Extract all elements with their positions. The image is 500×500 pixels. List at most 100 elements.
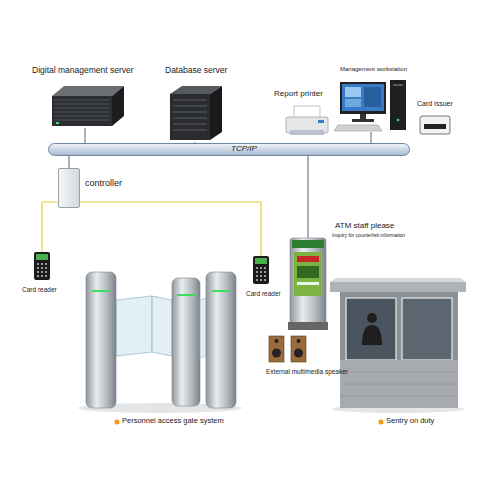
woofer bbox=[294, 349, 303, 358]
device-label: Card reader bbox=[246, 290, 281, 297]
gate-indicator bbox=[177, 294, 195, 296]
controller-box: controller bbox=[58, 168, 80, 208]
kiosk-banner bbox=[297, 256, 319, 262]
sentry-node: Sentry on duty bbox=[332, 280, 466, 412]
server-node: Digital management server bbox=[40, 66, 130, 128]
guard-head bbox=[367, 313, 377, 323]
reader-screen bbox=[36, 254, 48, 260]
device-label: ATM staff please bbox=[335, 222, 394, 231]
reader-body bbox=[253, 256, 269, 284]
tower-front bbox=[170, 94, 210, 140]
reader-keys bbox=[256, 268, 266, 280]
booth-panel-lines bbox=[340, 372, 458, 396]
signal-wire bbox=[80, 202, 261, 256]
kiosk-screen bbox=[294, 252, 322, 296]
kiosk-line bbox=[297, 282, 319, 285]
glass-flap bbox=[116, 296, 152, 356]
server-side bbox=[112, 86, 124, 126]
server-led bbox=[56, 122, 59, 124]
gate-pillar bbox=[172, 278, 200, 406]
glass-flap bbox=[200, 298, 206, 358]
speaker-node: External multimedia speaker bbox=[268, 332, 310, 364]
network-cable bbox=[307, 156, 308, 238]
card-issuer-device bbox=[420, 116, 450, 134]
issuer-slot bbox=[424, 124, 446, 129]
printer-panel bbox=[318, 120, 324, 123]
device-label: Card issuer bbox=[417, 100, 453, 108]
kiosk-body bbox=[290, 238, 326, 326]
rack-server bbox=[52, 86, 124, 126]
workstation bbox=[334, 80, 406, 131]
workstation-node: Management workstation bbox=[332, 66, 410, 132]
monitor-base bbox=[352, 119, 374, 122]
network-bus: TCP/IP bbox=[48, 143, 410, 156]
device-label: Management workstation bbox=[340, 66, 407, 73]
card-reader-node: Card reader bbox=[34, 252, 50, 280]
keyboard bbox=[334, 125, 382, 131]
card-reader-node: Card reader bbox=[253, 256, 269, 284]
device-label: Database server bbox=[165, 66, 227, 75]
kiosk-node: ATM staff pleaseInquiry for counterfeit … bbox=[290, 238, 326, 330]
network-cable bbox=[370, 132, 371, 143]
issuer-body bbox=[420, 116, 450, 134]
device-label: controller bbox=[85, 179, 122, 189]
tower-server bbox=[170, 86, 222, 140]
device-label: Card reader bbox=[22, 286, 57, 293]
printer-tray bbox=[290, 130, 324, 135]
tower-side bbox=[210, 86, 222, 140]
device-label: External multimedia speaker bbox=[266, 368, 348, 375]
printer-node: Report printer bbox=[272, 90, 334, 138]
woofer bbox=[272, 349, 281, 358]
screen-window bbox=[345, 99, 361, 107]
bullet-dot bbox=[115, 420, 120, 425]
booth-roof bbox=[330, 282, 466, 292]
access-gate bbox=[78, 272, 242, 413]
gate-indicator bbox=[92, 290, 110, 292]
pc-tower bbox=[390, 80, 406, 130]
monitor-frame bbox=[340, 82, 386, 114]
signal-wire bbox=[42, 202, 58, 252]
device-label: Sentry on duty bbox=[386, 417, 434, 425]
server-vents bbox=[54, 100, 110, 120]
card-reader-device bbox=[34, 252, 50, 280]
sentry-booth bbox=[330, 278, 466, 413]
speaker-box bbox=[269, 336, 284, 362]
reader-body bbox=[34, 252, 50, 280]
inquiry-kiosk bbox=[288, 238, 328, 330]
card-reader-device bbox=[253, 256, 269, 284]
screen-window bbox=[364, 87, 381, 107]
bullet-dot bbox=[379, 420, 384, 425]
network-cable bbox=[84, 128, 85, 143]
speaker-box bbox=[291, 336, 306, 362]
booth-body bbox=[340, 292, 458, 408]
reader-keys bbox=[37, 264, 47, 276]
kiosk-picture bbox=[297, 266, 319, 278]
device-label: Report printer bbox=[274, 90, 323, 99]
booth-window bbox=[402, 298, 452, 360]
gate-pillar bbox=[86, 272, 116, 408]
device-label: Inquiry for counterfeit information bbox=[332, 233, 405, 239]
printer bbox=[286, 106, 328, 135]
power-led bbox=[397, 119, 400, 122]
reader-screen bbox=[255, 258, 267, 264]
tower-bays bbox=[173, 100, 207, 130]
screen-window bbox=[345, 87, 361, 97]
booth-roof-top bbox=[330, 278, 466, 282]
speaker-set bbox=[269, 336, 306, 362]
kiosk-base bbox=[288, 322, 328, 330]
monitor-screen bbox=[342, 84, 384, 111]
server-top bbox=[52, 86, 124, 96]
glass-flap bbox=[152, 296, 172, 356]
guard-body bbox=[362, 325, 382, 345]
gate-indicator bbox=[212, 290, 230, 292]
device-label: TCP/IP bbox=[231, 145, 257, 154]
tweeter bbox=[275, 339, 279, 343]
kiosk-header bbox=[292, 240, 324, 248]
card-issuer-node: Card issuer bbox=[412, 100, 467, 136]
drive-bay bbox=[393, 84, 403, 86]
server-front bbox=[52, 96, 112, 126]
network-cable bbox=[68, 156, 69, 168]
monitor-stand bbox=[360, 114, 366, 119]
device-label: Personnel access gate system bbox=[122, 417, 224, 425]
